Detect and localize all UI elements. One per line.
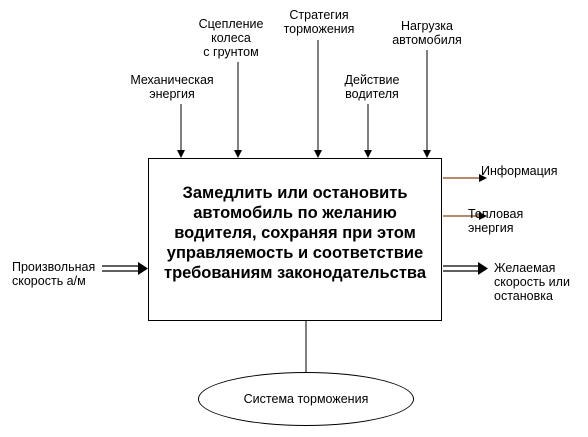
- control-label-wheel-grip: Сцепление колеса с грунтом: [198, 17, 264, 59]
- mechanism-ellipse: Система торможения: [198, 372, 414, 426]
- function-box: Замедлить или остановить автомобиль по ж…: [148, 158, 442, 321]
- output-label-heat-energy: Тепловая энергия: [468, 207, 524, 235]
- output-label-information: Информация: [481, 164, 558, 178]
- control-label-driver-action: Действие водителя: [344, 73, 400, 101]
- output-arrow-desired-speed: [443, 262, 488, 275]
- output-label-desired-speed: Желаемая скорость или остановка: [494, 261, 570, 303]
- function-box-text: Замедлить или остановить автомобиль по ж…: [163, 184, 427, 282]
- mechanism-label: Система торможения: [243, 392, 369, 406]
- input-label-arbitrary-speed: Произвольная скорость а/м: [12, 260, 96, 288]
- control-label-mechanical-energy: Механическая энергия: [130, 73, 214, 101]
- control-label-vehicle-load: Нагрузка автомобиля: [392, 19, 462, 47]
- control-label-braking-strategy: Стратегия торможения: [283, 8, 355, 36]
- input-arrow-arbitrary-speed: [102, 262, 148, 275]
